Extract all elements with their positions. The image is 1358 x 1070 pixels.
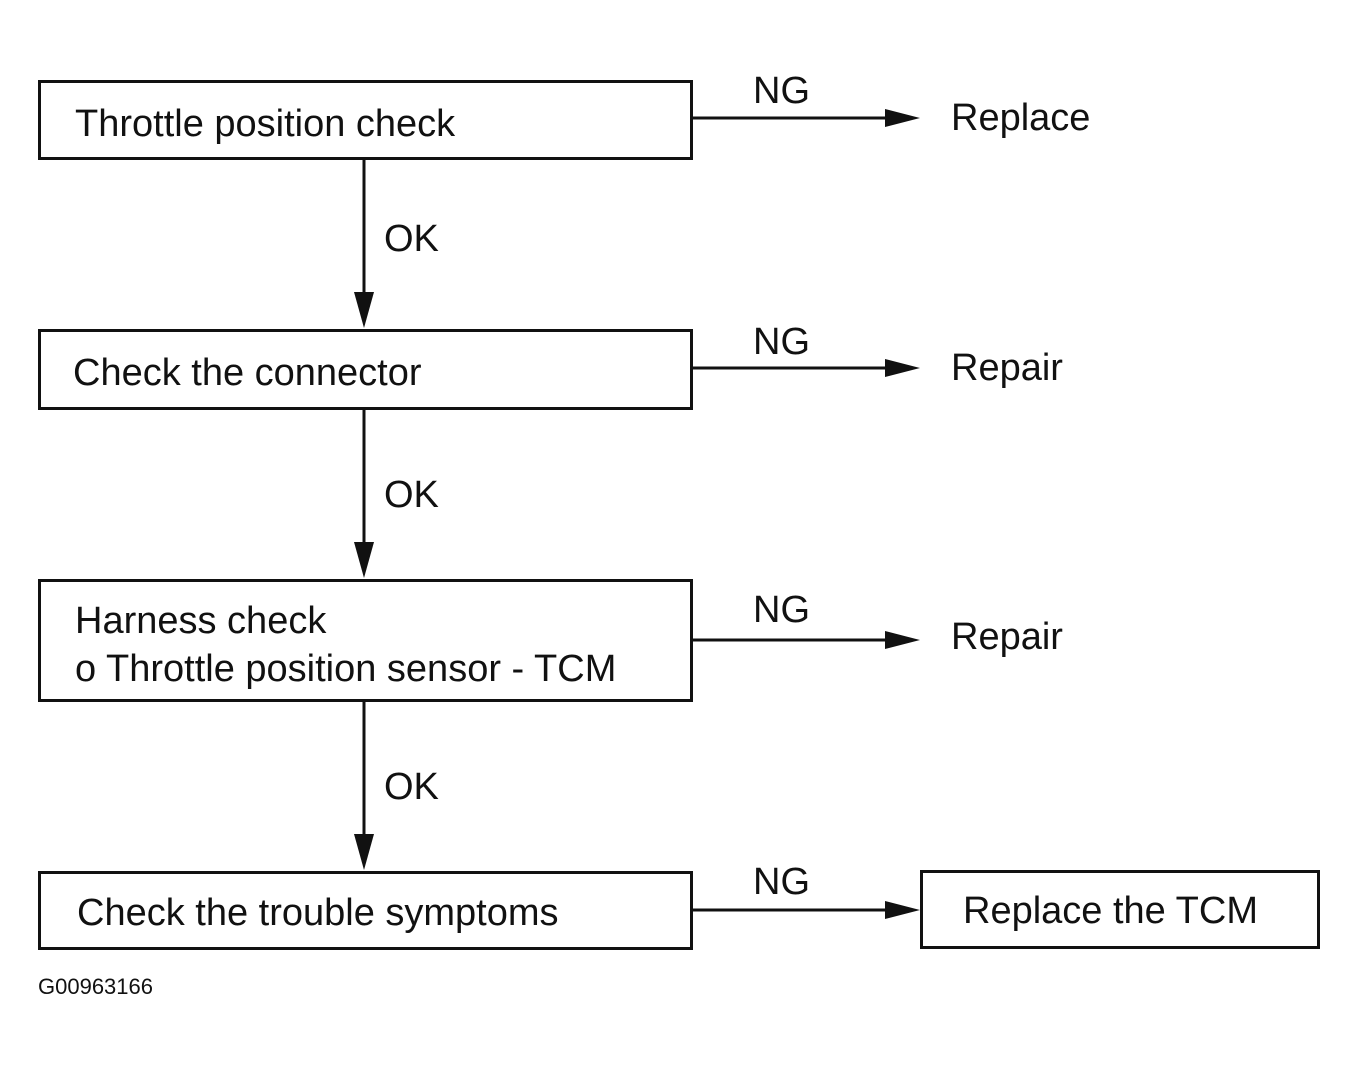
ok-label-1: OK xyxy=(384,218,439,260)
ok-arrow-2 xyxy=(354,410,374,578)
step-label: Harness check xyxy=(75,600,327,642)
step-box-check-connector: Check the connector xyxy=(38,329,693,410)
outcome-label: Replace the TCM xyxy=(963,890,1258,932)
ng-label-1: NG xyxy=(753,70,810,112)
outcome-repair-harness: Repair xyxy=(951,616,1063,658)
ng-arrow-2 xyxy=(692,359,920,377)
ok-arrow-3 xyxy=(354,702,374,870)
outcome-box-replace-tcm: Replace the TCM xyxy=(920,870,1320,949)
figure-code: G00963166 xyxy=(38,974,153,999)
ng-arrow-1 xyxy=(692,109,920,127)
step-box-check-trouble-symptoms: Check the trouble symptoms xyxy=(38,871,693,950)
step-label: Throttle position check xyxy=(75,103,456,145)
ng-label-3: NG xyxy=(753,589,810,631)
ok-label-2: OK xyxy=(384,474,439,516)
ok-label-3: OK xyxy=(384,766,439,808)
ng-label-2: NG xyxy=(753,321,810,363)
outcome-repair-connector: Repair xyxy=(951,347,1063,389)
ng-arrow-3 xyxy=(692,631,920,649)
ng-label-4: NG xyxy=(753,861,810,903)
step-box-throttle-position-check: Throttle position check xyxy=(38,80,693,160)
outcome-replace: Replace xyxy=(951,97,1091,139)
step-box-harness-check: Harness check o Throttle position sensor… xyxy=(38,579,693,702)
step-sublabel: o Throttle position sensor - TCM xyxy=(75,648,617,690)
step-label: Check the trouble symptoms xyxy=(77,892,559,934)
step-label: Check the connector xyxy=(73,352,422,394)
ng-arrow-4 xyxy=(692,901,920,919)
ok-arrow-1 xyxy=(354,160,374,328)
